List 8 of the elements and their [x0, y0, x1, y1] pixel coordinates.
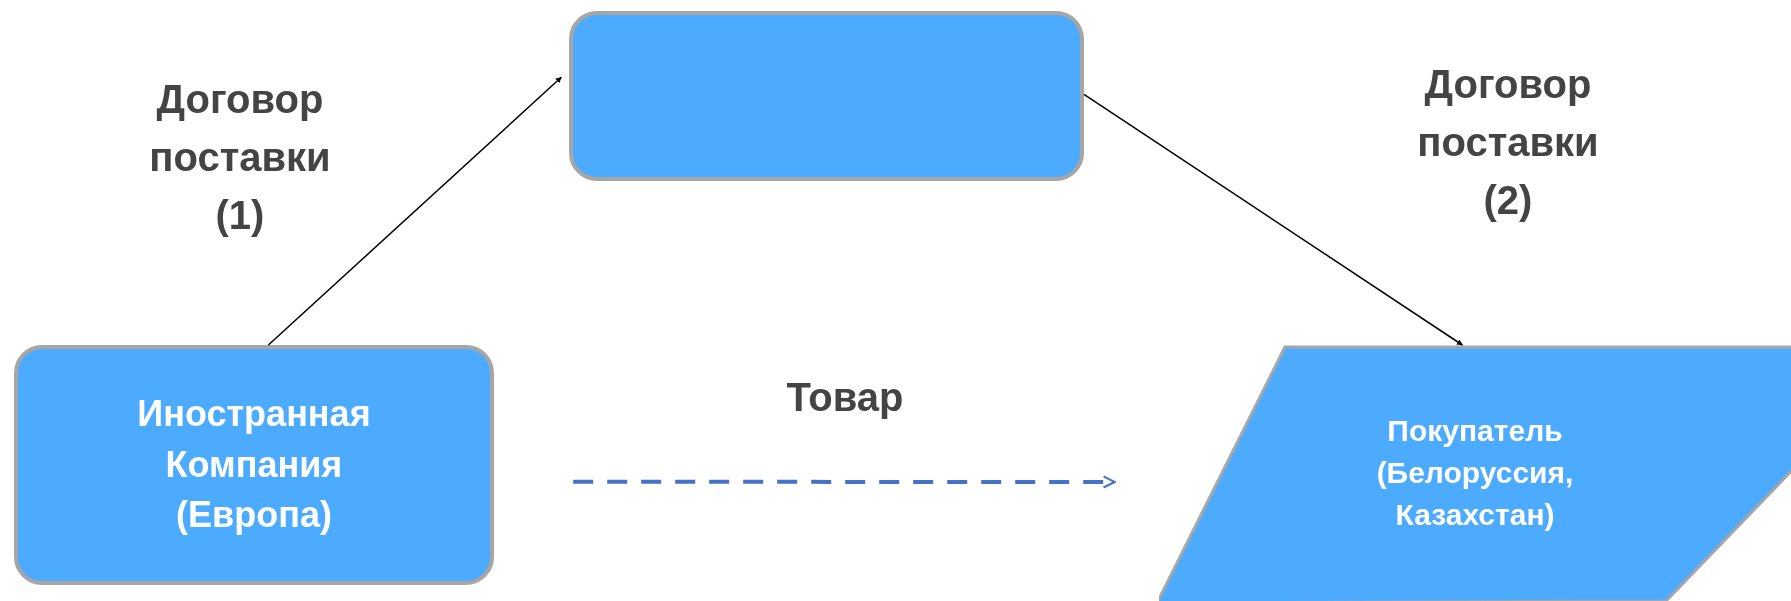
node-label: Иностранная Компания (Европа)	[136, 392, 372, 538]
rounded-box	[569, 11, 1084, 181]
rounded-box	[14, 345, 494, 585]
dashed-arrow	[573, 475, 1116, 489]
parallelogram-shape	[1159, 345, 1791, 601]
arrow	[1083, 93, 1464, 346]
arrow	[267, 76, 563, 346]
node-label: Покупатель (Белоруссия, Казахстан)	[1375, 413, 1575, 533]
